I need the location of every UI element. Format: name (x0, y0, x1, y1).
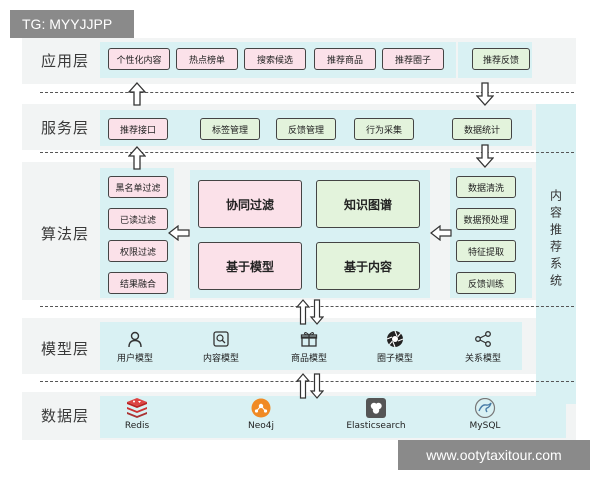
model-product[interactable]: 商品模型 (284, 330, 334, 364)
algo-left-blacklist-filter[interactable]: 黑名单过滤 (108, 176, 168, 198)
algo-knowledge-graph[interactable]: 知识图谱 (316, 180, 420, 228)
algo-left-permission-filter[interactable]: 权限过滤 (108, 240, 168, 262)
model-user-label: 用户模型 (116, 354, 153, 364)
service-item-tag-management[interactable]: 标签管理 (200, 118, 260, 140)
model-relation[interactable]: 关系模型 (458, 330, 508, 364)
model-user[interactable]: 用户模型 (110, 330, 160, 364)
content-icon (212, 330, 230, 348)
model-content[interactable]: 内容模型 (196, 330, 246, 364)
model-circle[interactable]: 圈子模型 (370, 330, 420, 364)
algo-right-data-preprocessing[interactable]: 数据预处理 (456, 208, 516, 230)
data-redis-label: Redis (124, 421, 150, 431)
neo4j-icon (250, 398, 272, 418)
model-relation-label: 关系模型 (464, 354, 501, 364)
gift-icon (300, 330, 318, 348)
model-product-label: 商品模型 (290, 354, 327, 364)
elasticsearch-icon (365, 398, 387, 418)
data-elasticsearch-label: Elasticsearch (346, 421, 406, 431)
data-mysql[interactable]: MySQL (460, 398, 510, 431)
recommend-system-label: 内容推荐系统 (548, 189, 563, 291)
algo-layer-label: 算法层 (40, 224, 89, 243)
arrow-algo-to-service (128, 146, 146, 170)
algo-left-read-filter[interactable]: 已读过滤 (108, 208, 168, 230)
redis-icon (126, 398, 148, 418)
mysql-icon (474, 398, 496, 418)
share-icon (474, 330, 492, 348)
service-item-behavior-collection[interactable]: 行为采集 (354, 118, 414, 140)
algo-left-result-fusion[interactable]: 结果融合 (108, 272, 168, 294)
arrow-center-to-left (168, 225, 190, 241)
data-neo4j-label: Neo4j (247, 421, 274, 431)
arrow-service-to-app (128, 82, 146, 106)
algo-collaborative-filtering[interactable]: 协同过滤 (198, 180, 302, 228)
separator-2 (40, 152, 574, 153)
data-neo4j[interactable]: Neo4j (236, 398, 286, 431)
algo-right-feature-extraction[interactable]: 特征提取 (456, 240, 516, 262)
app-item-recommend-feedback[interactable]: 推荐反馈 (472, 48, 530, 70)
app-item-search-candidates[interactable]: 搜索候选 (244, 48, 306, 70)
arrow-app-feedback-down (476, 82, 494, 106)
user-icon (126, 330, 144, 348)
arrow-statistics-down (476, 144, 494, 168)
algo-content-based[interactable]: 基于内容 (316, 242, 420, 290)
algo-right-feedback-training[interactable]: 反馈训练 (456, 272, 516, 294)
data-mysql-label: MySQL (469, 421, 501, 431)
service-item-recommend-api[interactable]: 推荐接口 (108, 118, 168, 140)
app-item-recommend-circles[interactable]: 推荐圈子 (382, 48, 444, 70)
app-item-personal-content[interactable]: 个性化内容 (108, 48, 170, 70)
app-item-recommend-products[interactable]: 推荐商品 (314, 48, 376, 70)
data-redis[interactable]: Redis (112, 398, 162, 431)
watermark-bottom-right: www.ootytaxitour.com (398, 440, 590, 470)
separator-1 (40, 92, 574, 93)
algo-right-data-cleaning[interactable]: 数据清洗 (456, 176, 516, 198)
model-content-label: 内容模型 (202, 354, 239, 364)
model-circle-label: 圈子模型 (376, 354, 413, 364)
arrow-right-to-center (430, 225, 452, 241)
service-item-data-statistics[interactable]: 数据统计 (452, 118, 512, 140)
algo-model-based[interactable]: 基于模型 (198, 242, 302, 290)
data-layer-label: 数据层 (40, 406, 89, 425)
arrow-algo-model-bidirectional (296, 299, 324, 325)
model-layer-label: 模型层 (40, 339, 89, 358)
watermark-top-left: TG: MYYJJPP (10, 10, 134, 38)
recommend-system-column (536, 104, 576, 404)
app-item-hot-list[interactable]: 热点榜单 (176, 48, 238, 70)
app-layer-label: 应用层 (40, 51, 89, 70)
service-item-feedback-management[interactable]: 反馈管理 (276, 118, 336, 140)
service-layer-label: 服务层 (40, 118, 89, 137)
arrow-model-data-bidirectional (296, 373, 324, 399)
aperture-icon (386, 330, 404, 348)
data-elasticsearch[interactable]: Elasticsearch (344, 398, 408, 431)
